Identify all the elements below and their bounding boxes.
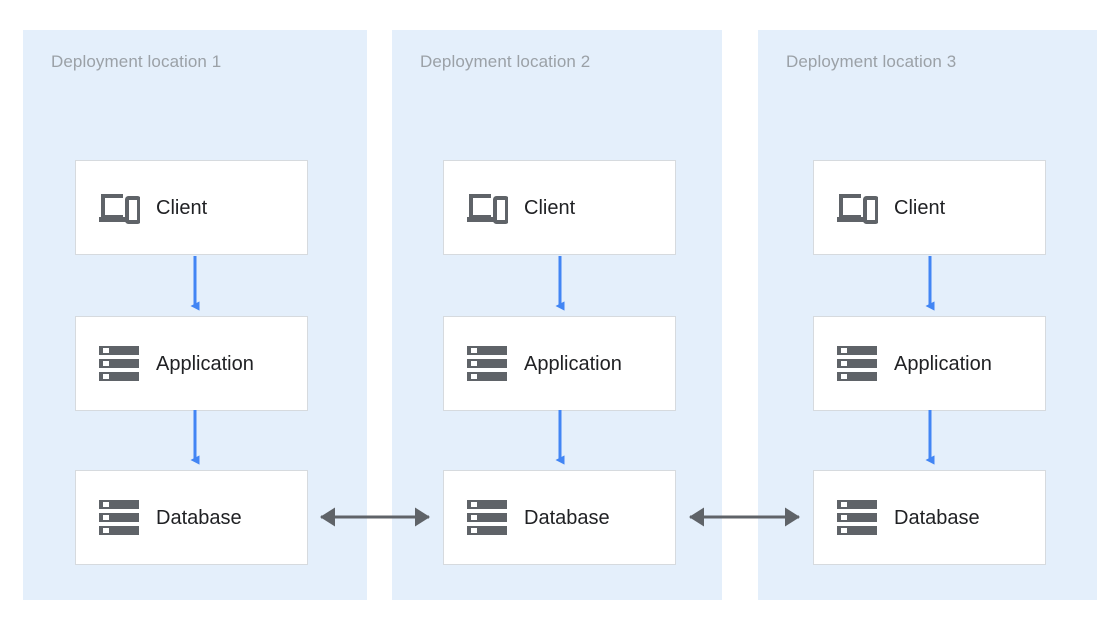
node-client-2[interactable]: Client — [443, 160, 676, 255]
node-label-database-1: Database — [156, 506, 242, 529]
node-label-application-1: Application — [156, 352, 254, 375]
devices-icon — [464, 188, 510, 228]
server-icon — [96, 344, 142, 384]
node-application-2[interactable]: Application — [443, 316, 676, 411]
panel-label-1: Deployment location 1 — [51, 52, 222, 71]
node-label-client-3: Client — [894, 196, 946, 219]
node-database-1[interactable]: Database — [75, 470, 308, 565]
node-label-client-1: Client — [156, 196, 208, 219]
server-icon — [464, 498, 510, 538]
node-database-2[interactable]: Database — [443, 470, 676, 565]
node-database-3[interactable]: Database — [813, 470, 1046, 565]
server-icon — [834, 344, 880, 384]
devices-icon — [834, 188, 880, 228]
node-client-3[interactable]: Client — [813, 160, 1046, 255]
node-label-application-3: Application — [894, 352, 992, 375]
devices-icon — [96, 188, 142, 228]
node-application-3[interactable]: Application — [813, 316, 1046, 411]
node-label-client-2: Client — [524, 196, 576, 219]
node-label-application-2: Application — [524, 352, 622, 375]
server-icon — [834, 498, 880, 538]
node-client-1[interactable]: Client — [75, 160, 308, 255]
node-label-database-2: Database — [524, 506, 610, 529]
panel-label-2: Deployment location 2 — [420, 52, 591, 71]
panel-label-3: Deployment location 3 — [786, 52, 957, 71]
node-application-1[interactable]: Application — [75, 316, 308, 411]
server-icon — [464, 344, 510, 384]
server-icon — [96, 498, 142, 538]
node-label-database-3: Database — [894, 506, 980, 529]
